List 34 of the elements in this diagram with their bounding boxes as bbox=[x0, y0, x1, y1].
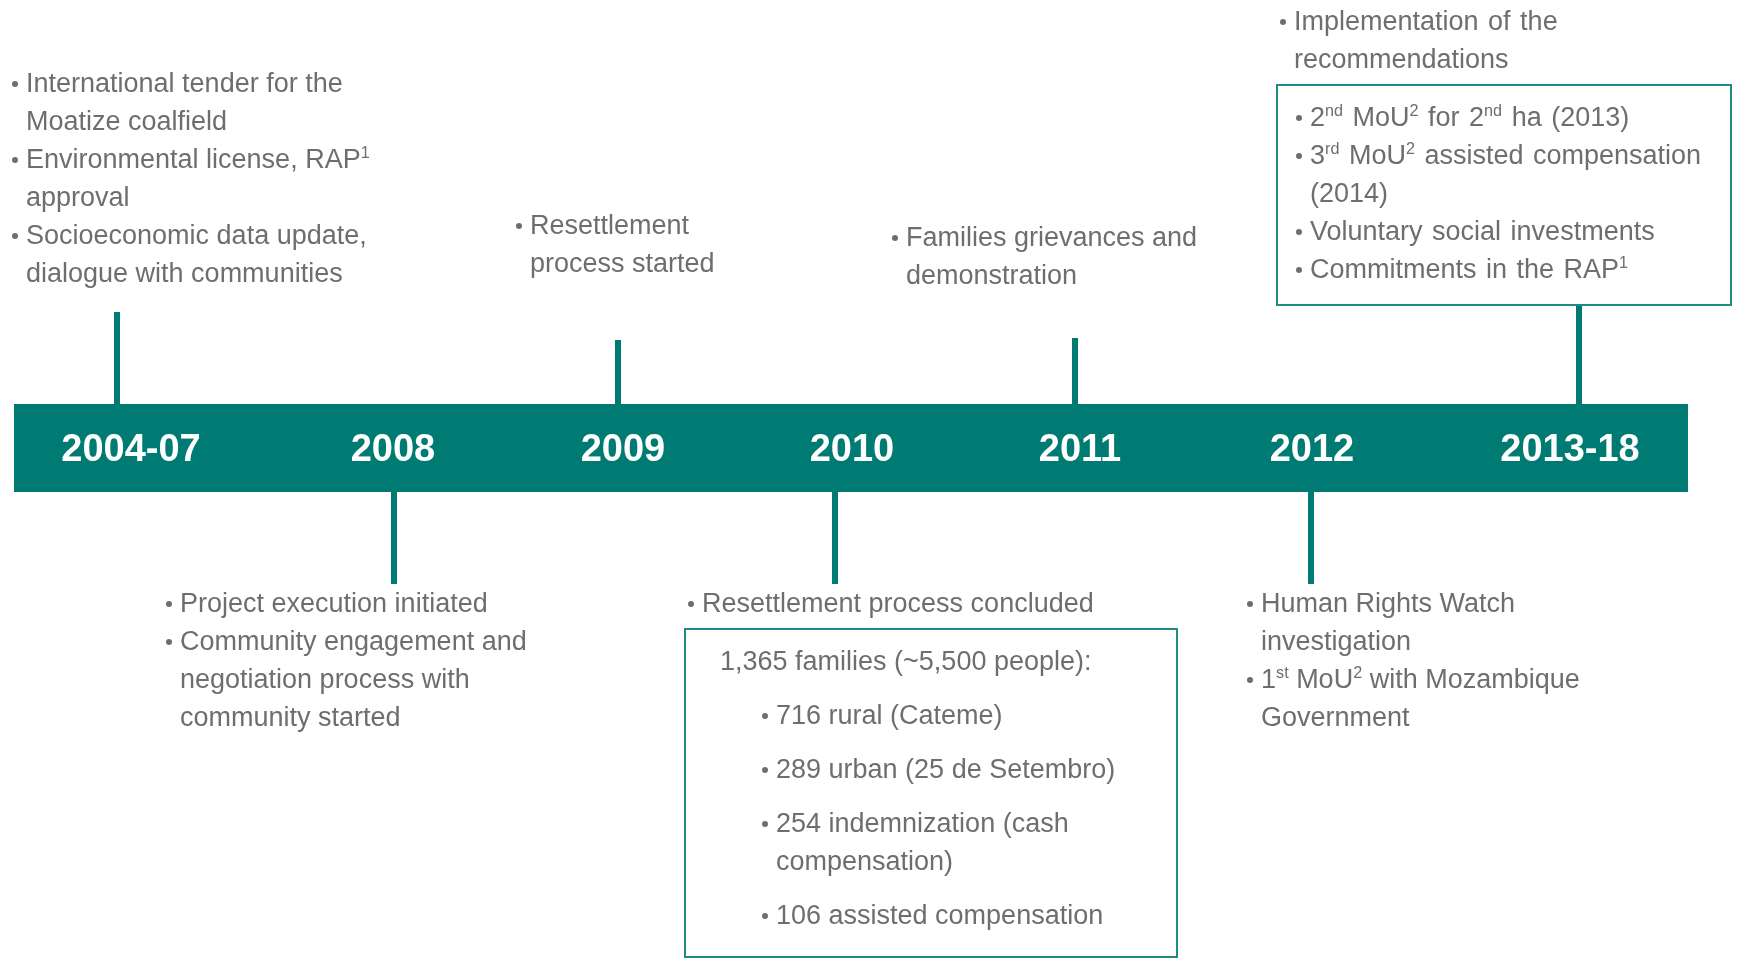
bullet-text: 2$^{nd}$ MoU$^{2}$ for 2$^{nd}$ ha (2013) bbox=[1310, 100, 1630, 134]
bullet-text: 1$^{st}$ MoU$^{2}$ with Mozambique Government bbox=[1261, 662, 1581, 734]
summary-text: 1,365 families (~5,500 people): bbox=[719, 645, 1093, 678]
tick-line bbox=[615, 340, 621, 404]
bullet-text: Families grievances and demonstration bbox=[906, 221, 1199, 292]
tick-line bbox=[1072, 338, 1078, 404]
bullet-text: 254 indemnization (cash compensation) bbox=[776, 807, 1070, 878]
bullet-text: Community engagement and negotiation process with community started bbox=[180, 625, 528, 734]
tick-line bbox=[114, 312, 120, 404]
year-label: 2011 bbox=[970, 404, 1190, 492]
bullet-text: Voluntary social investments bbox=[1310, 215, 1655, 248]
year-label: 2009 bbox=[513, 404, 733, 492]
year-label: 2008 bbox=[283, 404, 503, 492]
bullet-text: 716 rural (Cateme) bbox=[776, 699, 1003, 732]
bullet-text: Commitments in the RAP$^{1}$ bbox=[1310, 252, 1629, 286]
tick-line bbox=[1308, 492, 1314, 584]
year-label: 2013-18 bbox=[1460, 404, 1680, 492]
tick-line bbox=[832, 492, 838, 584]
bullet-text: Project execution initiated bbox=[180, 587, 488, 620]
bullet-text: Socioeconomic data update, dialogue with communities bbox=[26, 219, 368, 290]
timeline-bar bbox=[14, 404, 1688, 492]
bullet-text: Resettlement process started bbox=[530, 209, 716, 280]
year-label: 2012 bbox=[1202, 404, 1422, 492]
bullet-text: 289 urban (25 de Setembro) bbox=[776, 753, 1116, 786]
tick-line bbox=[1576, 306, 1582, 404]
bullet-text: 106 assisted compensation bbox=[776, 899, 1104, 932]
year-label: 2004-07 bbox=[21, 404, 241, 492]
bullet-text: Resettlement process concluded bbox=[702, 587, 1094, 620]
bullet-text: International tender for the Moatize coalfield bbox=[26, 67, 344, 138]
year-label: 2010 bbox=[742, 404, 962, 492]
bullet-text: Environmental license, RAP$^{1}$ approval bbox=[26, 142, 371, 214]
bullet-text: Implementation of the recommendations bbox=[1294, 5, 1559, 76]
bullet-text: 3$^{rd}$ MoU$^{2}$ assisted compensation (2014) bbox=[1310, 138, 1703, 210]
tick-line bbox=[391, 492, 397, 584]
